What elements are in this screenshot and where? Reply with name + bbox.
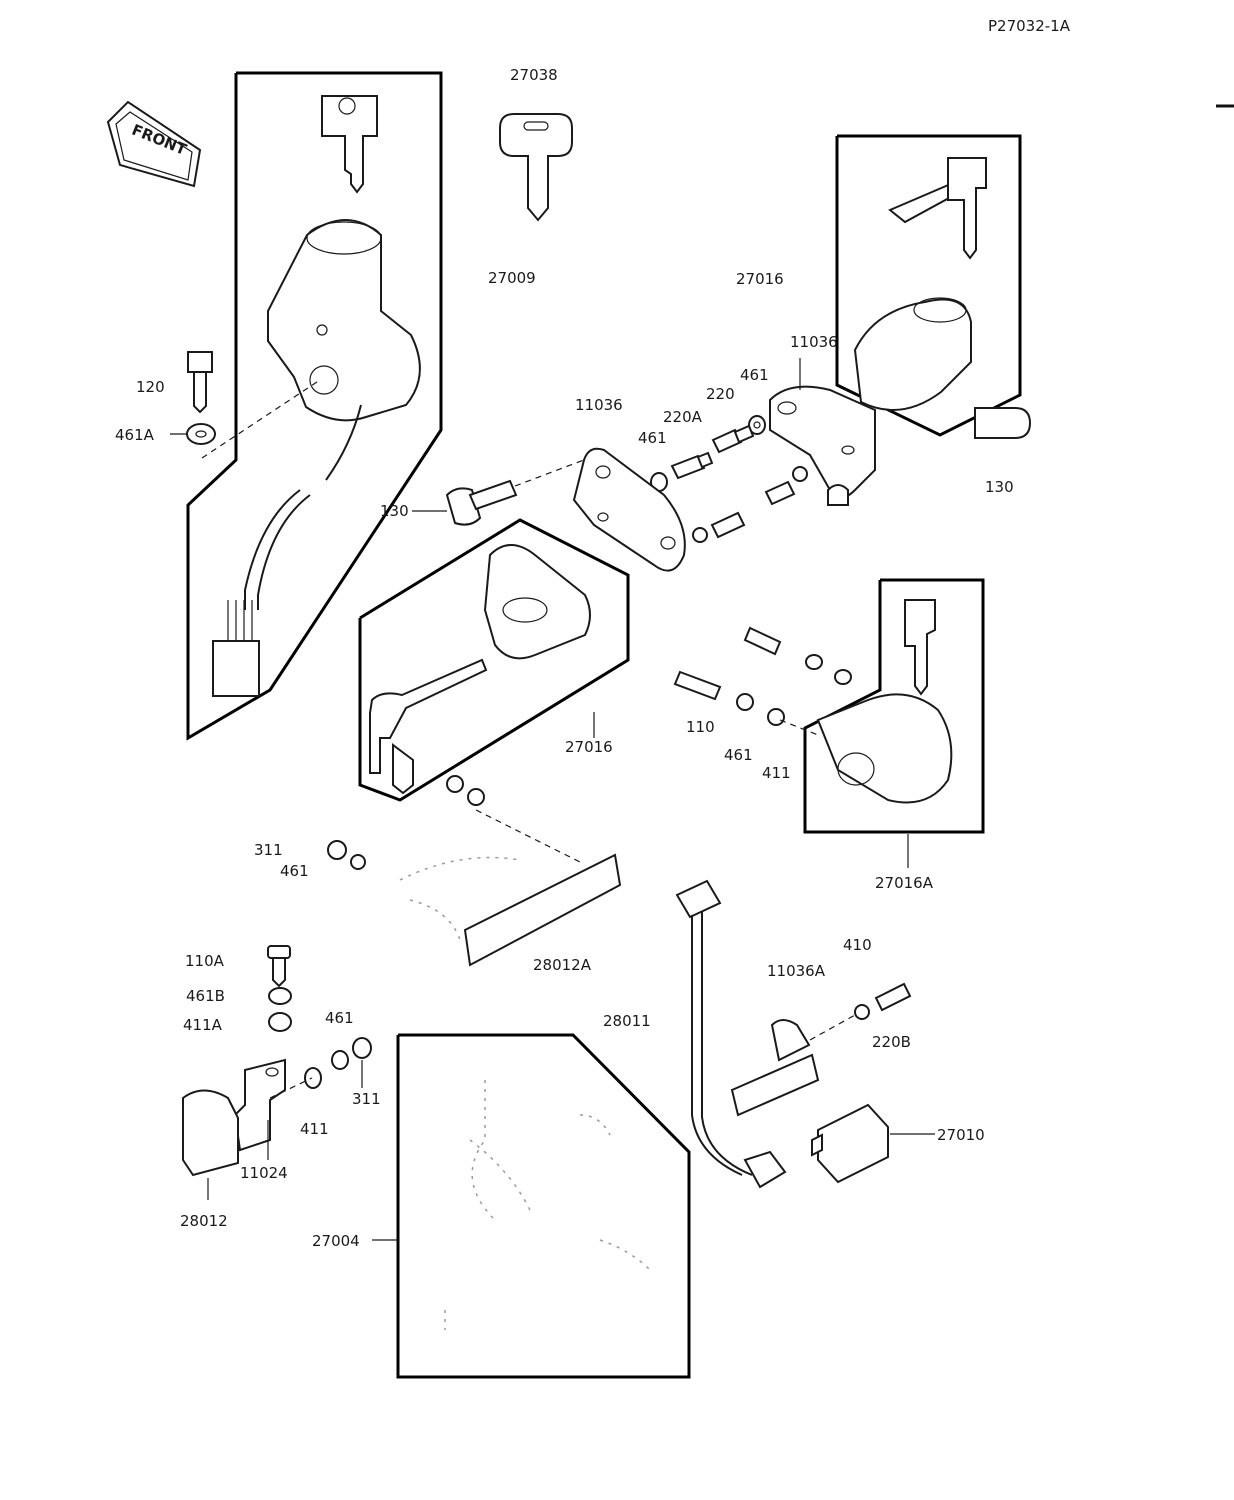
label-110A: 110A [185, 952, 225, 970]
label-11036-mid: 11036 [575, 396, 623, 414]
label-461B: 461B [186, 987, 225, 1005]
label-27038: 27038 [510, 66, 558, 84]
lock-set-frame-27004 [396, 1033, 691, 1379]
bracket-11036-right [769, 385, 876, 506]
label-130-right: 130 [985, 478, 1014, 496]
label-220A: 220A [663, 408, 703, 426]
bolt-130-left [445, 479, 518, 526]
washer-461A [186, 423, 216, 445]
label-27016-center: 27016 [565, 738, 613, 756]
label-311-left: 311 [254, 841, 283, 859]
bracket-11024 [233, 1058, 286, 1152]
label-410: 410 [843, 936, 872, 954]
bolt-220A [670, 451, 714, 480]
label-28011: 28011 [603, 1012, 651, 1030]
label-27016A: 27016A [875, 874, 934, 892]
label-11036A: 11036A [767, 962, 826, 980]
label-461-top: 461 [740, 366, 769, 384]
label-411-right: 411 [762, 764, 791, 782]
lock-frame-top-right [835, 134, 1032, 439]
label-461-low: 461 [325, 1009, 354, 1027]
label-27009: 27009 [488, 269, 536, 287]
ignition-switch-frame [186, 71, 443, 741]
label-11024: 11024 [240, 1164, 288, 1182]
page-code: P27032-1A [988, 17, 1071, 35]
reflector-28012 [182, 1089, 239, 1177]
label-27004: 27004 [312, 1232, 360, 1250]
lock-frame-center [358, 518, 630, 802]
lock-frame-27016A [803, 578, 985, 834]
label-461-mid: 461 [638, 429, 667, 447]
label-130-left: 130 [380, 502, 409, 520]
label-220B: 220B [872, 1033, 911, 1051]
label-411-low: 411 [300, 1120, 329, 1138]
label-110: 110 [686, 718, 715, 736]
label-27010: 27010 [937, 1126, 985, 1144]
bracket-11036A [730, 1019, 820, 1117]
label-11036-right: 11036 [790, 333, 838, 351]
label-411A: 411A [183, 1016, 223, 1034]
label-461-left: 461 [280, 862, 309, 880]
label-220: 220 [706, 385, 735, 403]
label-120: 120 [136, 378, 165, 396]
bolt-120 [187, 351, 213, 414]
bracket-11036-mid [572, 447, 686, 572]
label-311-low: 311 [352, 1090, 381, 1108]
label-28012A: 28012A [533, 956, 592, 974]
label-28012: 28012 [180, 1212, 228, 1230]
label-461A: 461A [115, 426, 155, 444]
bolt-220 [711, 424, 755, 454]
harness-28011 [675, 879, 787, 1189]
reflector-28012A [399, 809, 622, 967]
switch-27010 [811, 1103, 889, 1184]
front-arrow: FRONT [106, 100, 202, 188]
label-461-right: 461 [724, 746, 753, 764]
washer-411A [268, 1012, 292, 1032]
bolt-110A [267, 945, 291, 988]
label-27016-top: 27016 [736, 270, 784, 288]
key-27038 [499, 113, 573, 222]
washer-461B [268, 987, 292, 1005]
